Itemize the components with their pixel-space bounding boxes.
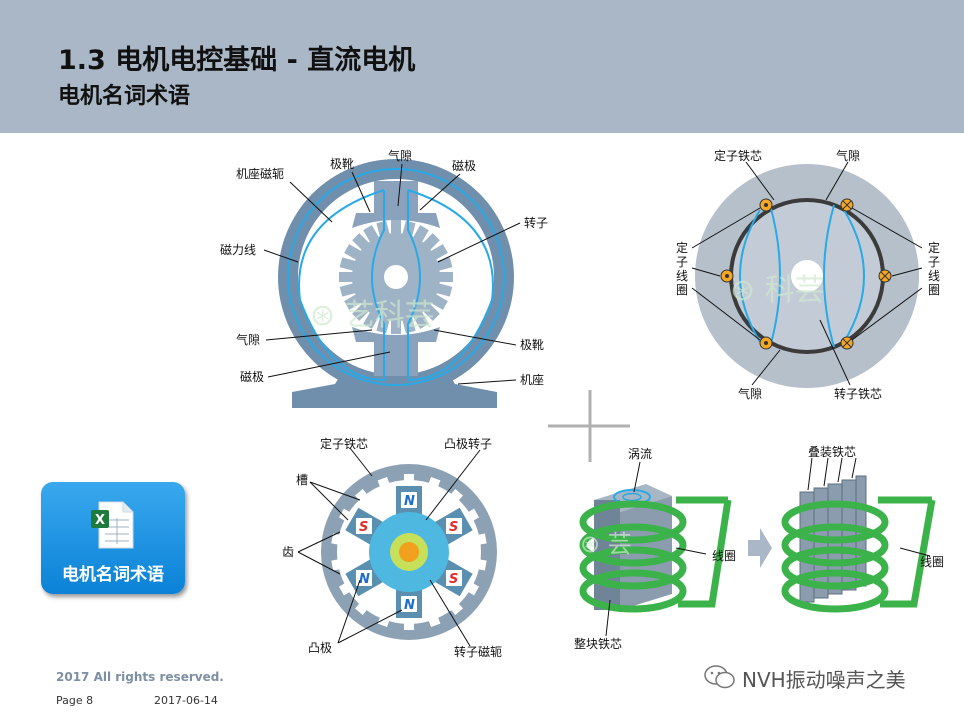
- wechat-icon: [704, 665, 735, 689]
- stator-slot: [377, 612, 392, 628]
- label-frame: 机座: [520, 372, 544, 387]
- stator-slot: [463, 580, 480, 596]
- transition-arrow: [748, 528, 772, 568]
- label-salient-pole: 凸极: [308, 641, 332, 655]
- label-stator-coil-left: 定子线圈: [676, 240, 688, 297]
- salient-rotor-diagram: N S S N N S 定子铁芯 凸极转子 槽 齿 凸极 转子磁轭: [282, 436, 502, 659]
- stator-slot: [463, 508, 480, 524]
- label-slot: 槽: [296, 473, 308, 487]
- watermark-text: NVH振动噪声之美: [742, 668, 906, 692]
- rotor-tooth: [391, 314, 401, 334]
- label-pole-top: 磁极: [452, 158, 476, 173]
- label-pole-bottom: 磁极: [240, 369, 264, 384]
- label-pole-shoe-top: 极靴: [330, 157, 354, 171]
- solid-core-assembly: [579, 484, 732, 613]
- label-rotor: 转子: [524, 215, 548, 230]
- pole-mark-bg: [401, 492, 417, 508]
- label-tooth: 齿: [282, 545, 294, 559]
- label-stator-air-gap-bottom: 气隙: [738, 386, 762, 401]
- pole-mark-S: S: [449, 520, 458, 535]
- label-coil-left: 线圈: [712, 549, 736, 563]
- stator-coils: [720, 198, 892, 350]
- stator-slots: [331, 474, 487, 630]
- label-coil-right: 线圈: [920, 555, 944, 569]
- stator-slot: [377, 476, 392, 492]
- stator-slot: [447, 489, 463, 505]
- pole-shoe-top: [352, 213, 440, 228]
- stator-slot: [338, 508, 355, 524]
- label-stator-core: 定子铁芯: [714, 148, 762, 163]
- stator-slot: [426, 476, 441, 492]
- pole-mark-N: N: [404, 494, 415, 509]
- laminated-core-assembly: [781, 475, 936, 613]
- laminated-core-diagram: ⊛ 芸 涡流 叠装铁芯 线圈 线圈 整块铁芯: [574, 445, 944, 651]
- footer-date: 2017-06-14: [154, 694, 218, 707]
- label-solid-core: 整块铁芯: [574, 636, 622, 651]
- stator-slot: [404, 618, 414, 630]
- label-stator-air-gap-top: 气隙: [836, 148, 860, 163]
- pole-mark-bg: [355, 570, 372, 586]
- page-subtitle: 电机名词术语: [58, 84, 191, 109]
- pole-top: [374, 181, 418, 215]
- label-air-gap-bottom: 气隙: [236, 332, 260, 347]
- label-laminated-core: 叠装铁芯: [808, 445, 856, 459]
- footer-copyright: 2017 All rights reserved.: [56, 670, 224, 684]
- stator-flux-lines: [739, 204, 865, 348]
- pole-mark-N: N: [359, 572, 370, 587]
- page-title: 1.3 电机电控基础 - 直流电机: [58, 45, 416, 76]
- label-yoke: 机座磁轭: [236, 166, 284, 181]
- label-rotor-core: 转子铁芯: [834, 386, 882, 401]
- rotor-core-bore: [791, 260, 823, 292]
- terminology-card-label: 电机名词术语: [62, 565, 164, 585]
- label-pole-shoe-bottom: 极靴: [520, 338, 544, 352]
- rotor-tooth: [391, 220, 401, 240]
- rotor-shaft-core: [399, 542, 419, 562]
- svg-text:⊛ 艺科芸: ⊛ 艺科芸: [310, 298, 435, 333]
- svg-text:X: X: [95, 513, 105, 528]
- svg-text:⊛ 科芸: ⊛ 科芸: [730, 273, 825, 308]
- pole-mark-bg: [446, 570, 463, 586]
- pole-shoe-bottom: [352, 327, 440, 342]
- pole-mark-bg: [355, 518, 372, 534]
- stator-winding-diagram: ⊛ 科芸 定子铁芯 气隙 定子线圈 定子线圈 气隙 转子铁芯: [676, 148, 940, 401]
- svg-text:⊛ 芸: ⊛ 芸: [580, 530, 632, 558]
- label-salient-stator-core: 定子铁芯: [320, 436, 368, 451]
- stator-slot: [447, 599, 463, 615]
- pole-mark-S: S: [449, 572, 458, 587]
- label-air-gap-top: 气隙: [388, 148, 412, 163]
- stator-slot: [473, 558, 487, 571]
- pole-marks: N S S N N S: [355, 492, 463, 613]
- flux-lines: [287, 168, 505, 386]
- stator-slot: [355, 489, 371, 505]
- label-eddy-current: 涡流: [628, 447, 652, 461]
- stator-slot: [331, 558, 345, 571]
- footer-page-number: Page 8: [56, 694, 94, 707]
- excel-file-icon: X: [91, 501, 134, 549]
- stator-slot: [338, 580, 355, 596]
- stator-slot: [473, 533, 487, 546]
- pole-mark-N: N: [404, 598, 415, 613]
- pole-mark-S: S: [359, 520, 368, 535]
- rotor-shaft: [384, 265, 408, 289]
- stator-slot: [331, 533, 345, 546]
- stator-slot: [404, 474, 414, 486]
- pole-mark-bg: [446, 518, 463, 534]
- pole-mark-bg: [401, 596, 417, 612]
- pole-bottom: [374, 340, 418, 376]
- label-rotor-yoke: 转子磁轭: [454, 644, 502, 659]
- stator-slot: [355, 599, 371, 615]
- dc-motor-diagram: ⊛ 艺科芸 机座磁轭 极靴 气隙 磁极 转子 磁力线 气隙 极靴 磁极 机座: [220, 148, 548, 408]
- header-bar: 1.3 电机电控基础 - 直流电机 电机名词术语: [0, 0, 964, 133]
- plus-sign: [548, 390, 630, 462]
- stator-slot: [426, 612, 441, 628]
- label-flux-line: 磁力线: [220, 242, 256, 257]
- terminology-card[interactable]: X 电机名词术语: [41, 482, 185, 594]
- label-stator-coil-right: 定子线圈: [928, 240, 940, 297]
- label-salient-rotor: 凸极转子: [444, 436, 492, 451]
